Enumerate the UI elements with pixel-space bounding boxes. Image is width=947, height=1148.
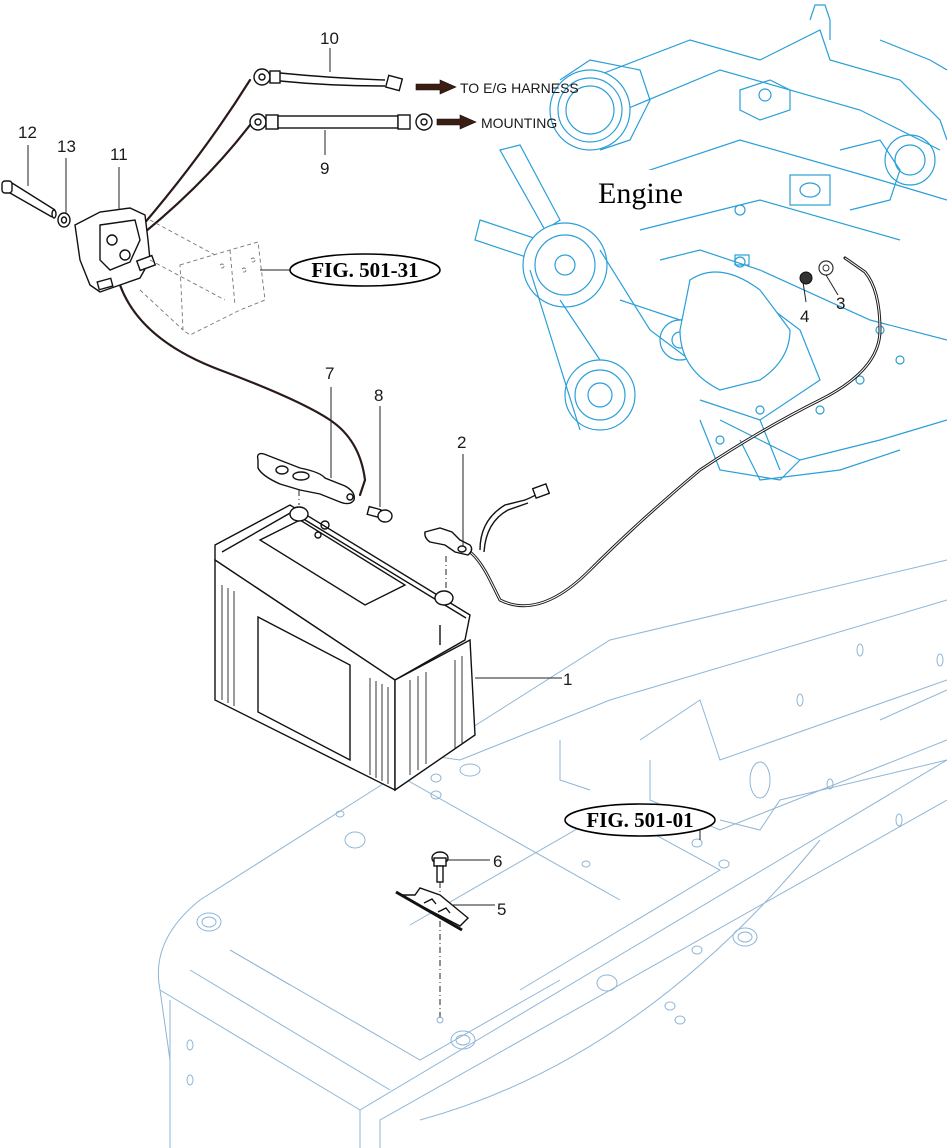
engine-label: Engine [590,170,710,210]
callout-3: 3 [836,294,845,313]
callout-2: 2 [457,433,466,452]
callout-10: 10 [320,29,339,48]
nut-part-4 [799,271,813,285]
battery-relay-part-11 [74,207,157,293]
callout-7: 7 [325,364,334,383]
callout-1: 1 [563,670,572,689]
fig-501-01-label[interactable]: FIG. 501-01 [586,808,693,832]
callout-13: 13 [57,137,76,156]
harness-lead-part-10 [253,68,404,92]
callout-4: 4 [800,307,809,326]
callout-leaders [27,48,839,906]
washer-part-3 [818,260,834,276]
to-eg-harness-note: TO E/G HARNESS [460,80,579,96]
bolt-part-6 [431,851,449,1024]
battery-part-1 [214,490,476,792]
terminal-bolt-part-8 [366,505,393,523]
positive-terminal-cable-part-7 [256,452,355,505]
arrow-to-mounting: MOUNTING [436,114,557,131]
fig-501-31-label[interactable]: FIG. 501-31 [311,258,418,282]
hold-down-bracket-part-5 [395,887,470,932]
fig-501-31-reference[interactable]: FIG. 501-31 [289,253,441,287]
arrow-to-harness: TO E/G HARNESS [415,79,579,96]
relay-bracket-ghost [139,219,266,336]
cables [118,78,882,608]
callout-5: 5 [497,900,506,919]
relay-bolt-part-12 [1,180,57,219]
fig-501-01-reference[interactable]: FIG. 501-01 [564,803,716,837]
callout-11: 11 [110,145,128,164]
callout-9: 9 [320,159,329,178]
callout-8: 8 [374,386,383,405]
callout-12: 12 [18,123,37,142]
engine-title: Engine [598,177,683,210]
engine-illustration [474,4,947,481]
mounting-note: MOUNTING [481,115,557,131]
mounting-strap-part-9 [249,113,433,131]
callout-6: 6 [493,852,502,871]
callout-numbers: 1 2 3 4 5 6 7 8 9 10 11 12 13 [18,29,845,919]
relay-washer-part-13 [57,212,71,228]
negative-terminal-cable-part-2 [424,483,551,590]
